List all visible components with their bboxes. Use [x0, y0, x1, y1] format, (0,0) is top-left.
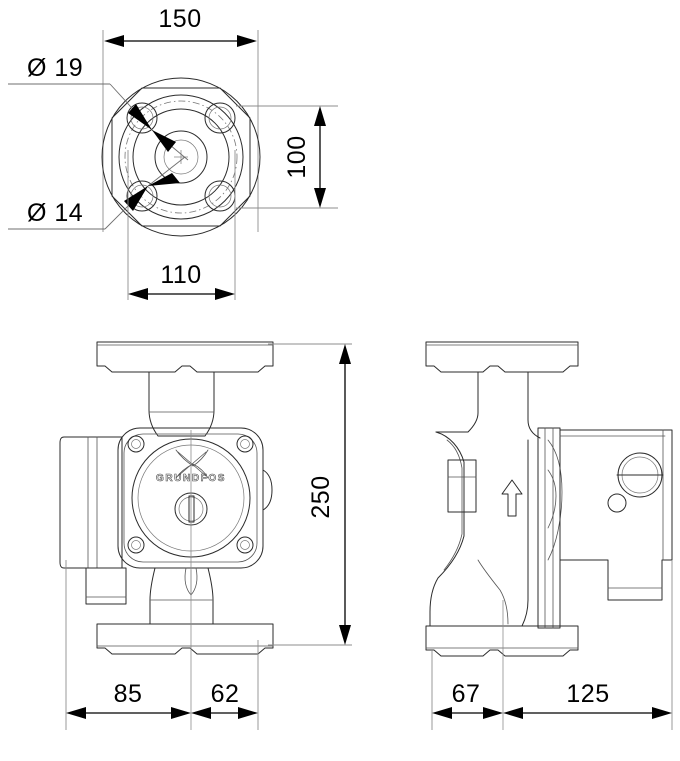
top-octagon-body: [111, 87, 251, 227]
front-pump-housing: [117, 427, 264, 569]
dim-arrow-100-top: [314, 106, 326, 126]
top-bolt-hole-tl-inner: [130, 106, 154, 130]
dim-arrow-250-bottom: [339, 625, 351, 645]
front-right-boss: [262, 469, 273, 511]
front-screw-bl: [127, 536, 145, 554]
dim-arrow-dia19-outer: [128, 104, 152, 130]
front-terminal-box: [59, 436, 123, 569]
top-bolt-hole-tl: [126, 102, 158, 134]
front-screw-bl-inner: [131, 540, 141, 550]
top-bolt-hole-bl-inner: [130, 184, 154, 208]
side-volute-bottom-rib: [477, 559, 509, 625]
dim-arrow-85-right: [171, 707, 191, 719]
front-shaft-slot: [188, 495, 195, 523]
side-clamp-curve-inner: [547, 469, 557, 529]
dim-label-62: 62: [211, 680, 240, 708]
dim-arrow-dia19-inner: [152, 130, 176, 152]
front-cable-gland: [85, 567, 127, 605]
top-bolt-hole-tr-inner: [208, 106, 232, 130]
side-terminal-box: [559, 429, 673, 601]
front-view-group: GRUNDFOS 250 85: [59, 341, 352, 730]
side-top-neck-left: [435, 371, 479, 433]
dim-arrow-dia14-inner: [148, 173, 180, 186]
side-bottom-flange: [425, 625, 579, 657]
top-flange-circle-outer: [118, 94, 244, 220]
front-screw-tr-inner: [240, 439, 250, 449]
dim-arrow-250-top: [339, 344, 351, 364]
front-screw-tl: [127, 435, 145, 453]
side-top-flange: [425, 341, 579, 373]
side-volute-left: [429, 431, 465, 627]
dim-arrow-62-left: [191, 707, 211, 719]
top-bolt-hole-br-inner: [208, 184, 232, 208]
dim-label-85: 85: [114, 680, 143, 708]
front-pump-housing-inner: [123, 433, 258, 563]
logo-arc-bottom: [175, 463, 209, 479]
top-flange-circle-mid: [132, 108, 230, 206]
dim-arrow-125-left: [503, 707, 523, 719]
dim-label-dia14: Ø 14: [27, 199, 83, 227]
logo-arc-top: [175, 449, 209, 467]
dim-arrow-67-right: [483, 707, 503, 719]
dim-label-125: 125: [566, 680, 609, 708]
brand-wordmark: GRUNDFOS: [156, 473, 226, 484]
side-volute-right: [521, 439, 529, 627]
dim-arrow-67-left: [432, 707, 452, 719]
top-bore-circle: [154, 130, 208, 184]
dim-label-100: 100: [283, 135, 311, 178]
dim-arrow-150-right: [237, 35, 257, 47]
dim-arrow-125-right: [652, 707, 672, 719]
dim-arrow-dia14-outer: [124, 186, 148, 211]
front-top-neck: [148, 371, 215, 437]
top-view-group: 150 Ø 19: [8, 5, 338, 300]
side-motor-clamp-ring: [537, 427, 561, 629]
front-screw-br: [236, 536, 254, 554]
dim-arrow-150-left: [104, 35, 124, 47]
front-top-flange: [96, 341, 274, 373]
dim-arrow-110-right: [215, 288, 235, 300]
top-bolt-circle: [124, 100, 238, 214]
dim-arrow-85-left: [66, 707, 86, 719]
dim-label-110: 110: [160, 261, 201, 289]
dim-arrow-110-left: [128, 288, 148, 300]
side-indicator-lamp: [607, 493, 627, 513]
top-bore-circle-inner: [163, 139, 199, 175]
logo-cross: [177, 451, 207, 477]
top-bolt-hole-bl: [126, 180, 158, 212]
dim-label-250: 250: [307, 475, 335, 518]
side-volute-left-inner: [443, 439, 463, 571]
front-screw-tl-inner: [131, 439, 141, 449]
front-screw-tr: [236, 435, 254, 453]
dim-label-67: 67: [452, 680, 481, 708]
grundfos-logo-mark: [175, 449, 209, 479]
top-outer-circle: [101, 77, 261, 237]
side-clamp-curve: [547, 439, 563, 561]
dim-arrow-100-bottom: [314, 188, 326, 208]
leader-dia14-inner: [147, 156, 186, 187]
front-bottom-neck: [149, 567, 214, 625]
front-screw-br-inner: [240, 540, 250, 550]
dim-label-150: 150: [158, 5, 201, 33]
dim-label-dia19: Ø 19: [27, 54, 83, 82]
flow-direction-arrow-icon: [501, 479, 523, 517]
side-view-group: 67 125: [425, 341, 673, 730]
front-bottom-flange: [96, 623, 274, 655]
top-bolt-hole-tr: [204, 102, 236, 134]
side-left-nozzle: [447, 459, 477, 513]
dim-arrow-62-right: [238, 707, 258, 719]
